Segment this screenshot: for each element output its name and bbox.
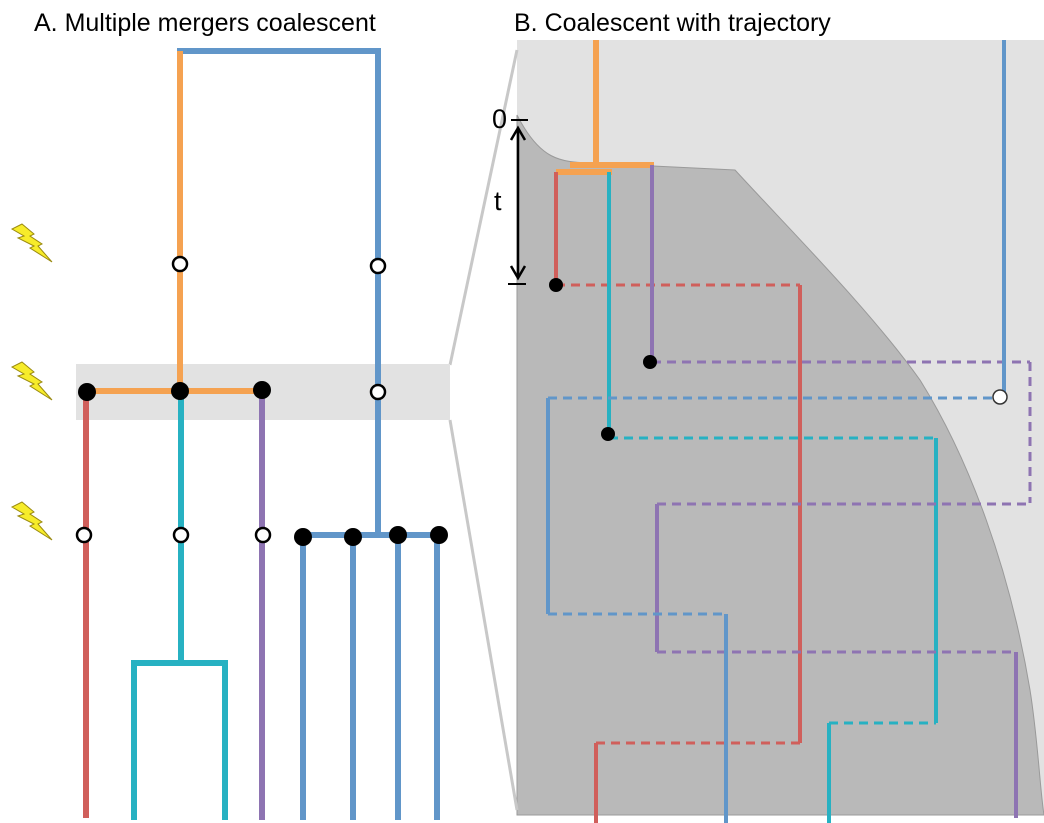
filled-marker — [389, 526, 407, 544]
lightning-bolt-icon — [10, 501, 53, 541]
open-marker — [171, 255, 189, 273]
root-edge — [177, 48, 381, 55]
filled-marker — [294, 528, 312, 546]
open-marker — [75, 526, 93, 544]
b-filled-marker — [549, 278, 563, 292]
lightning-bolt-icon — [10, 223, 53, 263]
time-zero-label: 0 — [492, 104, 507, 134]
panel-a-title: A. Multiple mergers coalescent — [34, 9, 376, 37]
lightning-bolt-icon — [10, 361, 53, 401]
arrowhead-down-icon — [509, 265, 527, 281]
teal-subtree — [131, 660, 228, 820]
open-marker — [172, 526, 190, 544]
arrowhead-up-icon — [509, 125, 527, 141]
panel-a — [10, 48, 450, 820]
time-axis: 0 t — [492, 104, 528, 285]
b-open-marker — [992, 389, 1008, 405]
connector-line-bottom — [448, 419, 519, 811]
open-marker — [254, 526, 272, 544]
connector-line-top — [448, 49, 519, 366]
filled-marker — [171, 382, 189, 400]
filled-marker — [344, 528, 362, 546]
zoom-connector — [448, 49, 519, 811]
open-marker — [369, 257, 387, 275]
event-markers — [75, 255, 448, 546]
panel-b: 0 t — [492, 40, 1032, 823]
filled-marker — [430, 526, 448, 544]
panel-b-title: B. Coalescent with trajectory — [514, 9, 831, 37]
open-marker — [369, 383, 387, 401]
panel-b-background — [516, 40, 1044, 816]
filled-marker — [78, 383, 96, 401]
lightning-bolts — [10, 223, 53, 541]
time-t-label: t — [494, 186, 502, 216]
b-filled-marker — [643, 355, 657, 369]
b-filled-marker — [601, 427, 615, 441]
filled-marker — [253, 381, 271, 399]
